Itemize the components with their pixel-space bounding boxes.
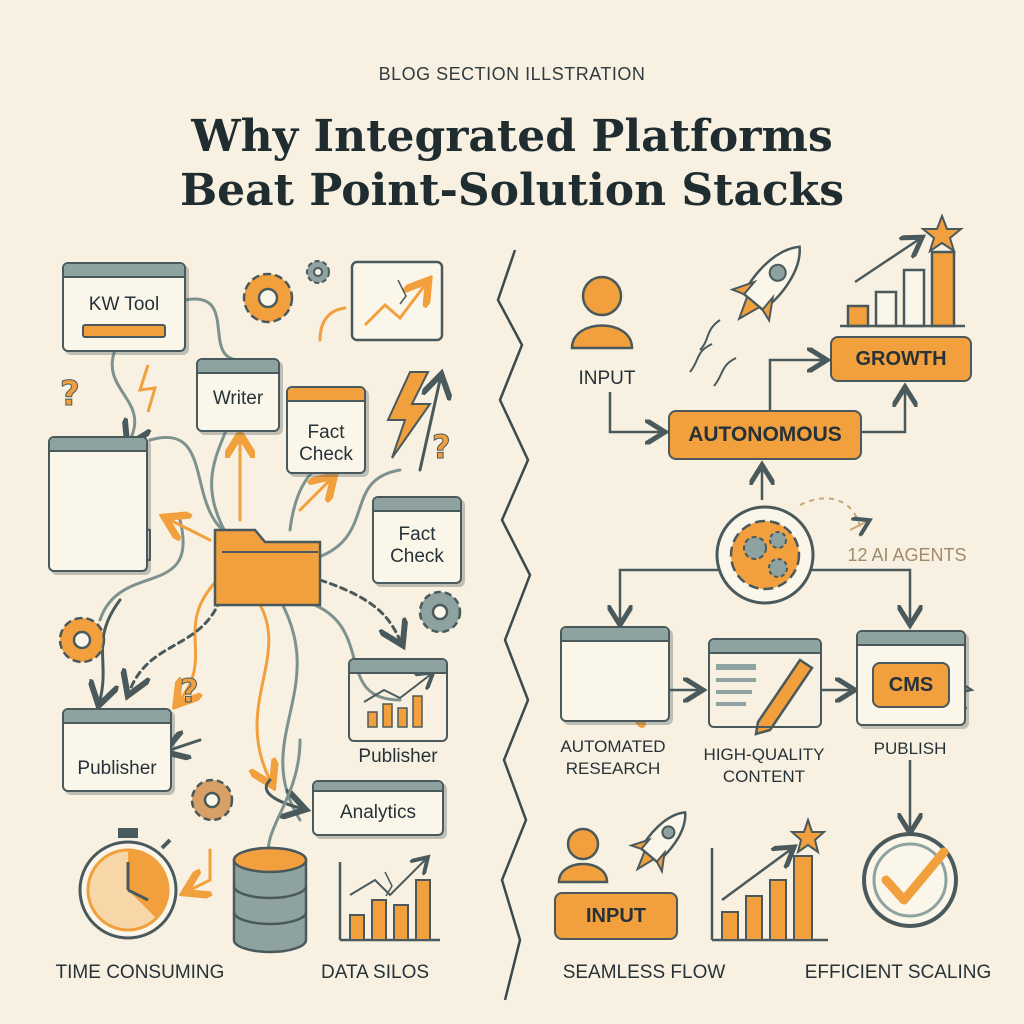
document-pen-icon — [716, 658, 814, 736]
eyebrow-label: BLOG SECTION ILLSTRATION — [378, 64, 646, 84]
publish-caption: PUBLISH — [873, 739, 947, 758]
title-line-2: Beat Point-Solution Stacks — [179, 165, 845, 216]
window-titlebar — [710, 640, 820, 654]
agents-callout — [799, 497, 863, 541]
rocket-icon — [628, 811, 687, 875]
fact-check-label-1: Fact — [398, 524, 436, 545]
fact-check-label-2: Check — [299, 444, 353, 465]
database-icon — [232, 846, 308, 954]
fact-check-window-mid: Fact Check — [372, 496, 462, 584]
fact-check-label-2: Check — [390, 546, 444, 567]
broken-bar-chart-icon — [338, 860, 440, 942]
window-titlebar — [50, 438, 146, 452]
writer-window: Writer — [196, 358, 280, 432]
kw-tool-progress — [82, 324, 166, 338]
document-window — [48, 436, 148, 572]
window-titlebar — [64, 264, 184, 278]
gear-icon — [418, 590, 462, 634]
fact-check-window-top: Fact Check — [286, 386, 366, 474]
autonomous-pill: AUTONOMOUS — [668, 410, 862, 460]
cms-folder: CMS — [872, 662, 950, 708]
gear-hub-icon — [715, 505, 815, 605]
publisher-chart-icon — [363, 675, 430, 728]
gear-icon — [242, 272, 294, 324]
fact-check-label-1: Fact — [307, 422, 345, 443]
gear-icon — [190, 778, 234, 822]
content-caption-1: HIGH-QUALITY — [703, 745, 825, 764]
scaling-chart-icon — [710, 816, 828, 942]
window-titlebar — [350, 660, 446, 674]
window-titlebar — [858, 632, 964, 646]
efficient-scaling-caption: EFFICIENT SCALING — [804, 962, 992, 983]
data-silos-caption: DATA SILOS — [320, 962, 430, 983]
research-caption-2: RESEARCH — [565, 759, 661, 778]
content-caption: HIGH-QUALITY CONTENT — [694, 744, 834, 788]
rocket-icon — [729, 245, 801, 324]
growth-pill: GROWTH — [830, 336, 972, 382]
window-titlebar — [374, 498, 460, 512]
publisher-window-left: Publisher — [62, 708, 172, 792]
analytics-label: Analytics — [339, 802, 417, 823]
content-window — [708, 638, 822, 728]
research-caption-1: AUTOMATED — [560, 737, 666, 756]
agents-label: 12 AI AGENTS — [847, 545, 967, 565]
content-caption-2: CONTENT — [722, 767, 806, 786]
kw-tool-window: KW Tool — [62, 262, 186, 352]
kw-tool-label: KW Tool — [88, 294, 160, 315]
page-title: Why Integrated Platforms Beat Point-Solu… — [0, 110, 1024, 218]
publisher-chart-window — [348, 658, 448, 742]
input-pill: INPUT — [554, 892, 678, 940]
growth-chart-icon — [840, 213, 965, 328]
checkmark-icon — [862, 832, 958, 928]
publisher-label: Publisher — [77, 758, 157, 779]
writer-label: Writer — [212, 388, 264, 409]
cms-window: CMS — [856, 630, 966, 726]
lightning-icon — [137, 364, 158, 413]
analytics-window: Analytics — [312, 780, 444, 836]
window-titlebar — [198, 360, 278, 374]
window-titlebar — [64, 710, 170, 724]
person-icon — [557, 827, 609, 884]
publisher-label-right: Publisher — [358, 746, 438, 767]
broken-chart-window — [350, 260, 444, 342]
gear-icon — [306, 260, 330, 284]
rocket-trail — [689, 319, 737, 387]
research-window — [560, 626, 670, 722]
stopwatch-icon — [78, 828, 178, 940]
title-line-1: Why Integrated Platforms — [191, 111, 833, 162]
question-mark-icon: ? — [60, 374, 80, 414]
window-titlebar — [562, 628, 668, 642]
window-titlebar — [288, 388, 364, 402]
central-folder-icon — [213, 528, 322, 607]
question-mark-icon: ? — [180, 672, 199, 710]
seamless-flow-caption: SEAMLESS FLOW — [562, 962, 726, 983]
input-label: INPUT — [578, 368, 636, 389]
zigzag-divider — [496, 249, 532, 1001]
gear-icon — [58, 616, 106, 664]
time-consuming-caption: TIME CONSUMING — [55, 962, 225, 983]
window-titlebar — [314, 782, 442, 792]
person-icon — [570, 275, 634, 350]
question-mark-icon: ? — [432, 428, 451, 466]
lightning-icon — [386, 371, 432, 459]
flow-arrows-top — [610, 360, 910, 828]
research-caption: AUTOMATED RESEARCH — [548, 736, 678, 780]
